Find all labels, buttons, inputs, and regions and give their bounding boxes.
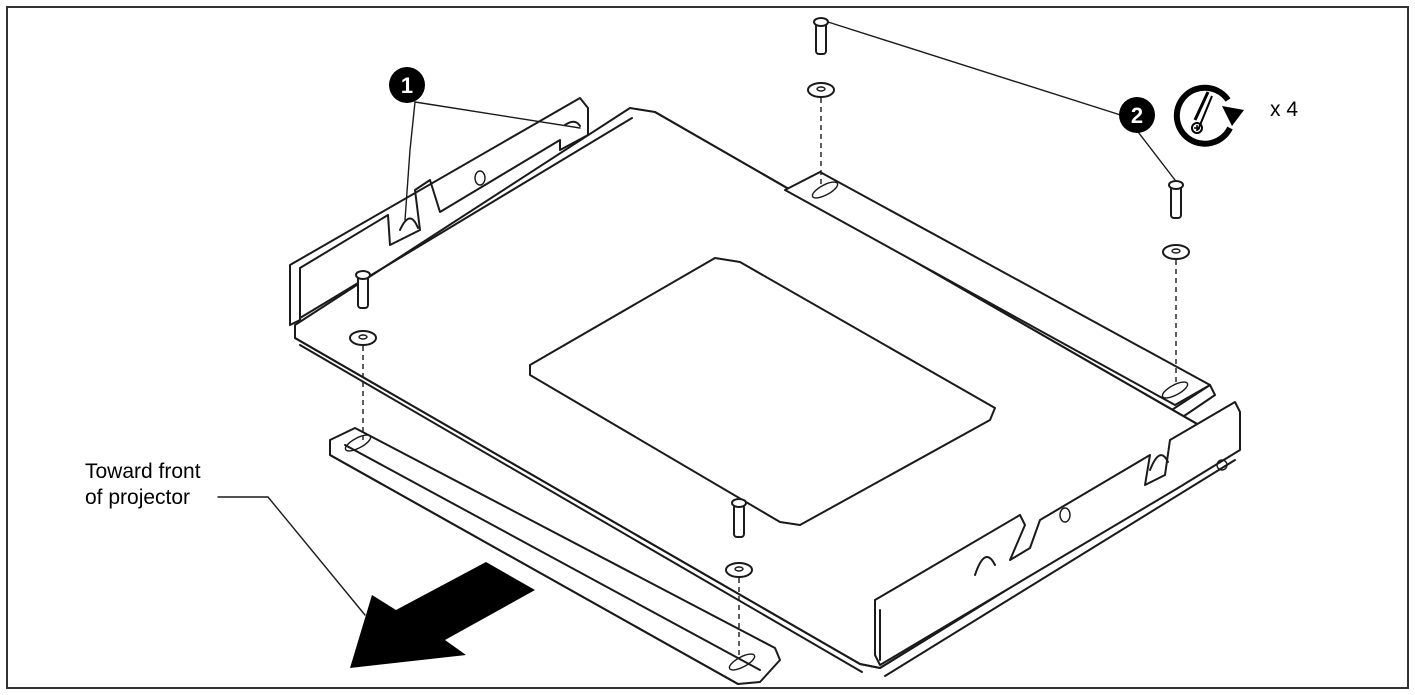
callout-2-leaders [827,21,1176,181]
right-flange [874,401,1241,666]
screw-tighten-clockwise-icon [1173,84,1244,147]
callout-1-leaders [404,101,581,221]
screw-right [1162,180,1190,385]
callout-2-number: 2 [1131,103,1143,128]
callout-2: 2 [1119,97,1155,133]
front-label-line1: Toward front [85,460,201,483]
callout-1-number: 1 [401,73,413,98]
front-label-leader [217,496,366,616]
screw-bottom-center [725,498,753,655]
center-opening [529,257,996,526]
front-label-line2: of projector [85,486,190,509]
callout-1: 1 [389,67,425,103]
screw-left [349,270,377,440]
diagram-frame [6,6,1409,689]
direction-arrow-icon [350,562,535,668]
slot-bottom-left [344,434,372,452]
quantity-label: x 4 [1270,98,1298,121]
slot-bottom-right [728,653,756,671]
left-flange [289,97,589,326]
screw-top-center [807,17,835,185]
right-upper-strip [784,171,1211,406]
